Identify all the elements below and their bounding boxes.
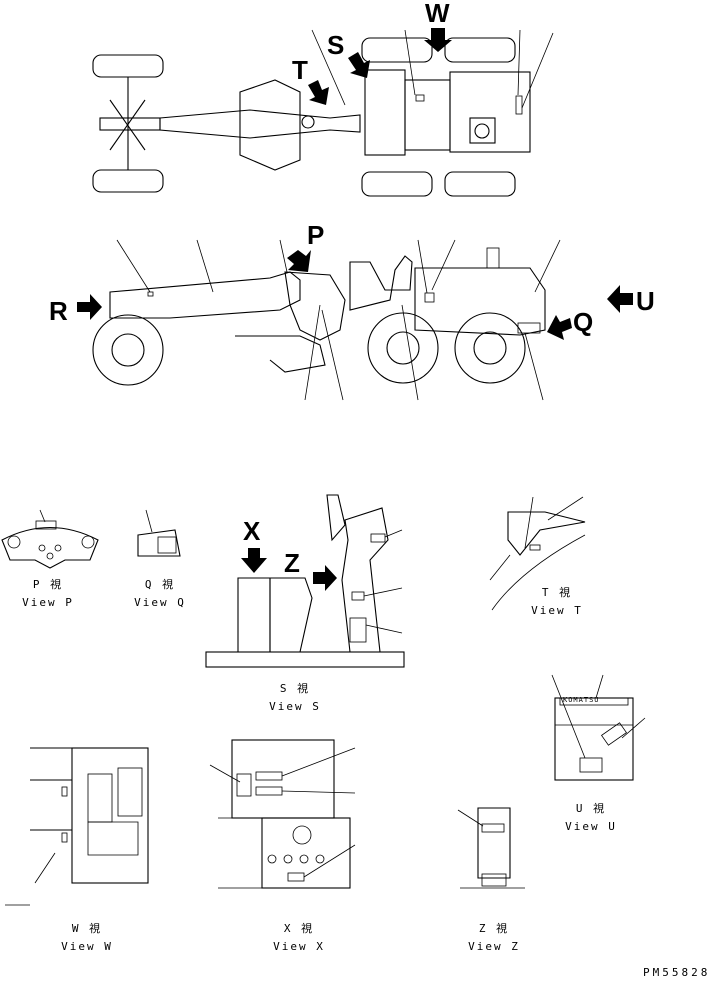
arrow-u: [607, 285, 633, 313]
view-w-label-jp: W 視: [71, 922, 103, 935]
view-s-label: View S: [269, 700, 321, 713]
view-z-drawing: [457, 807, 525, 889]
arrow-p: [287, 250, 311, 272]
letter-w: W: [425, 0, 450, 28]
letter-s: S: [327, 30, 345, 60]
letter-x: X: [243, 516, 261, 546]
view-t-label: View T: [531, 604, 583, 617]
view-s-label-jp: S 視: [279, 682, 311, 695]
view-w-label: View W: [61, 940, 113, 953]
view-t-drawing: [489, 496, 586, 611]
letter-p: P: [307, 220, 325, 250]
side-view-grader: [92, 239, 561, 401]
letter-z: Z: [284, 548, 300, 578]
view-q-label-jp: Q 視: [144, 578, 176, 591]
view-x-label: View X: [273, 940, 325, 953]
arrow-r: [77, 294, 102, 320]
view-p-label: View P: [22, 596, 74, 609]
arrow-z: [313, 565, 337, 591]
view-q-drawing: [137, 509, 181, 557]
view-t-label-jp: T 視: [541, 586, 573, 599]
view-w-drawing: [5, 747, 149, 906]
view-p-label-jp: P 視: [32, 578, 64, 591]
brand-plate-text: KOMATSU: [563, 696, 600, 704]
view-q-label: View Q: [134, 596, 186, 609]
letter-u: U: [636, 286, 655, 316]
view-p-drawing: [1, 509, 99, 569]
view-u-drawing: [551, 674, 646, 781]
view-z-label: View Z: [468, 940, 520, 953]
view-s-drawing: [205, 494, 405, 668]
letter-t: T: [292, 55, 308, 85]
view-u-label-jp: U 視: [575, 802, 607, 815]
letter-r: R: [49, 296, 68, 326]
view-u-label: View U: [565, 820, 617, 833]
arrow-w: [424, 28, 452, 52]
top-view-grader: [92, 29, 554, 197]
view-z-label-jp: Z 視: [478, 922, 510, 935]
arrow-q: [547, 315, 572, 340]
arrow-t: [308, 80, 329, 105]
arrow-x: [241, 548, 267, 573]
view-x-drawing: [209, 739, 356, 889]
letter-q: Q: [573, 307, 594, 337]
drawing-code: PM55828: [643, 966, 711, 979]
arrow-s: [348, 52, 370, 78]
view-x-label-jp: X 視: [283, 922, 315, 935]
